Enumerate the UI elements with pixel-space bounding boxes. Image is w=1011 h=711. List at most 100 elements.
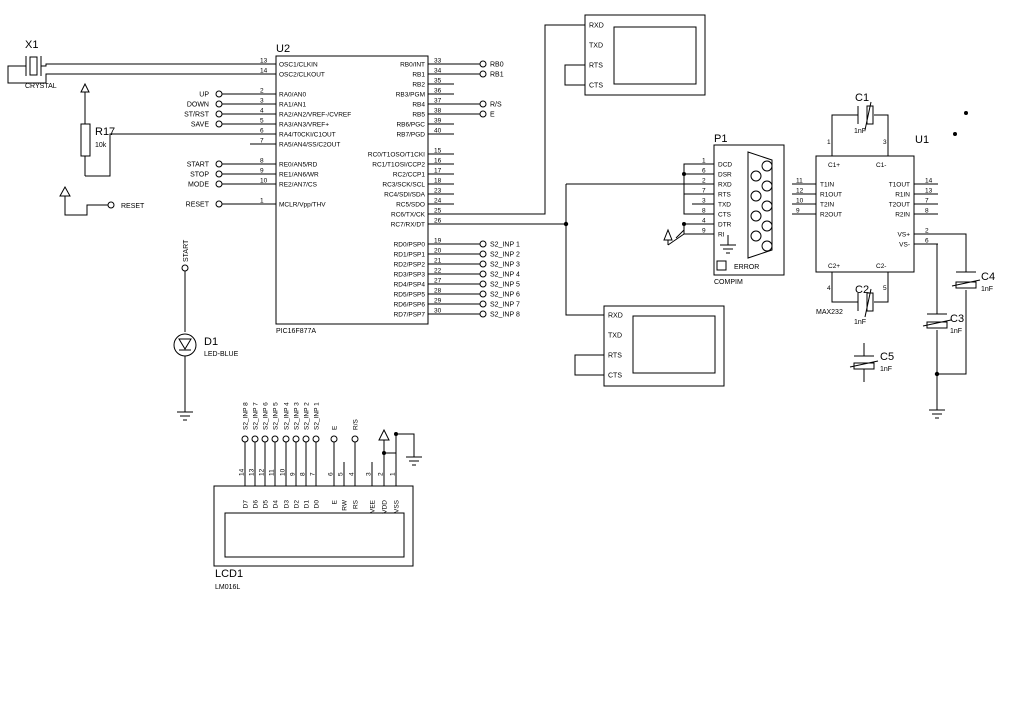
lcd-pin-vss: VSS — [394, 499, 401, 513]
terminal-icon — [479, 290, 487, 298]
net-label-s2-inp-2: S2_INP 2 — [304, 402, 311, 430]
u2-pin-number: 10 — [260, 178, 268, 185]
net-label-s2-inp-7: S2_INP 7 — [490, 302, 520, 309]
terminal-icon — [261, 435, 269, 443]
c1-ref: C1 — [855, 92, 869, 104]
net-label-s2-inp-1: S2_INP 1 — [314, 402, 321, 430]
p1-pin-number: 4 — [702, 218, 706, 225]
net-label-rb0: RB0 — [490, 62, 504, 69]
terminal-screen — [613, 26, 697, 85]
lcd-pin-number: 2 — [378, 472, 385, 476]
u2-pin-number: 36 — [434, 88, 442, 95]
c4-ref: C4 — [981, 271, 995, 283]
u2-pin-ra0-an0: RA0/AN0 — [279, 92, 306, 99]
u2-pin-rd4-psp4: RD4/PSP4 — [394, 282, 426, 289]
microcontroller-u2[interactable]: U2 PIC16F877A OSC1/CLKIN13OSC2/CLKOUT14R… — [184, 43, 520, 335]
terminal-icon — [479, 250, 487, 258]
net-label-s2-inp-6: S2_INP 6 — [490, 292, 520, 299]
u1-pin-number: 11 — [796, 178, 803, 185]
lcd-pin-number: 8 — [300, 472, 307, 476]
lcd-pin-number: 9 — [290, 472, 297, 476]
p1-error: ERROR — [734, 264, 759, 271]
u1-pin-c2: C2- — [876, 263, 886, 270]
net-label-up: UP — [199, 92, 209, 99]
u2-pin-mclr-vpp-thv: MCLR/Vpp/THV — [279, 202, 326, 209]
p1-pin-number: 8 — [702, 208, 706, 215]
u2-ref: U2 — [276, 43, 290, 55]
terminal-icon — [479, 270, 487, 278]
u2-pin-rd5-psp5: RD5/PSP5 — [394, 292, 426, 299]
lcd-pin-e: E — [332, 499, 339, 504]
reset-source[interactable]: RESET — [59, 185, 145, 216]
c2-value: 1nF — [854, 319, 866, 326]
capacitor-c1[interactable]: C1 1nF — [854, 92, 874, 135]
capacitor-c3[interactable]: C3 1nF — [922, 313, 964, 335]
u2-pin-rb2: RB2 — [412, 82, 425, 89]
p1-pin-dsr: DSR — [718, 172, 732, 179]
u1-pin-r1out: R1OUT — [820, 192, 842, 199]
u2-pin-number: 23 — [434, 188, 442, 195]
lcd-pin-d0: D0 — [314, 500, 321, 509]
u2-pin-number: 25 — [434, 208, 442, 215]
u2-pin-rb3-pgm: RB3/PGM — [396, 92, 425, 99]
x1-ref: X1 — [25, 39, 38, 51]
u2-pin-rd0-psp0: RD0/PSP0 — [394, 242, 426, 249]
u1-pin-t2in: T2IN — [820, 202, 834, 209]
u1-pin-vs: VS+ — [898, 232, 911, 239]
u1-pin-number: 8 — [925, 208, 929, 215]
resistor-r17[interactable]: R17 10k — [80, 82, 250, 177]
lcd-pin-number: 1 — [390, 472, 397, 476]
terminal-icon — [215, 170, 223, 178]
p1-pin-rxd: RXD — [718, 182, 732, 189]
terminal-icon — [215, 100, 223, 108]
d1-part: LED-BLUE — [204, 351, 239, 358]
net-label-start: START — [187, 162, 210, 169]
lcd-pin-d1: D1 — [304, 500, 311, 509]
u2-pin-number: 20 — [434, 248, 442, 255]
capacitor-c4[interactable]: C4 1nF — [951, 271, 995, 293]
p1-pin-number: 1 — [702, 158, 706, 165]
net-label-stop: STOP — [190, 172, 209, 179]
capacitor-c2[interactable]: C2 1nF — [854, 284, 874, 326]
u2-pin-number: 34 — [434, 68, 442, 75]
u1-ref: U1 — [915, 134, 929, 146]
u2-pin-number: 22 — [434, 268, 442, 275]
net-label-s2-inp-5: S2_INP 5 — [490, 282, 520, 289]
u2-pin-osc1-clkin: OSC1/CLKIN — [279, 62, 318, 69]
net-label-s2-inp-3: S2_INP 3 — [490, 262, 520, 269]
rs232-driver-u1[interactable]: U1 MAX232 C1+1C1-3C2+4C2-5T1IN11R1OUT12T… — [792, 134, 938, 316]
terminal-pin-rts: RTS — [608, 353, 622, 360]
terminal-icon — [479, 280, 487, 288]
u2-pin-rd7-psp7: RD7/PSP7 — [394, 312, 426, 319]
u1-pin-number: 13 — [925, 188, 933, 195]
net-label-down: DOWN — [187, 102, 209, 109]
net-label-e: E — [490, 112, 495, 119]
u1-pin-c2: C2+ — [828, 263, 840, 270]
u2-pin-number: 33 — [434, 58, 442, 65]
net-label-s2-inp-6: S2_INP 6 — [263, 402, 270, 430]
d1-net-label: START — [183, 239, 190, 262]
terminal-icon — [215, 200, 223, 208]
terminal-pin-cts: CTS — [589, 83, 603, 90]
capacitor-c5[interactable]: C5 1nF — [849, 343, 894, 382]
net-label-s2-inp-4: S2_INP 4 — [284, 402, 291, 430]
c5-ref: C5 — [880, 351, 894, 363]
terminal-frame — [603, 305, 725, 387]
u1-pin-number: 3 — [883, 139, 887, 146]
terminal-icon — [479, 260, 487, 268]
p1-pin-number: 7 — [702, 188, 706, 195]
led-d1[interactable]: START D1 LED-BLUE — [173, 239, 239, 421]
terminal-icon — [215, 90, 223, 98]
c3-value: 1nF — [950, 328, 962, 335]
u2-pin-number: 19 — [434, 238, 442, 245]
u1-pin-number: 5 — [883, 285, 887, 292]
net-label-s2-inp-5: S2_INP 5 — [273, 402, 280, 430]
u1-part: MAX232 — [816, 309, 843, 316]
terminal-icon — [479, 300, 487, 308]
net-label-s2-inp-3: S2_INP 3 — [294, 402, 301, 430]
